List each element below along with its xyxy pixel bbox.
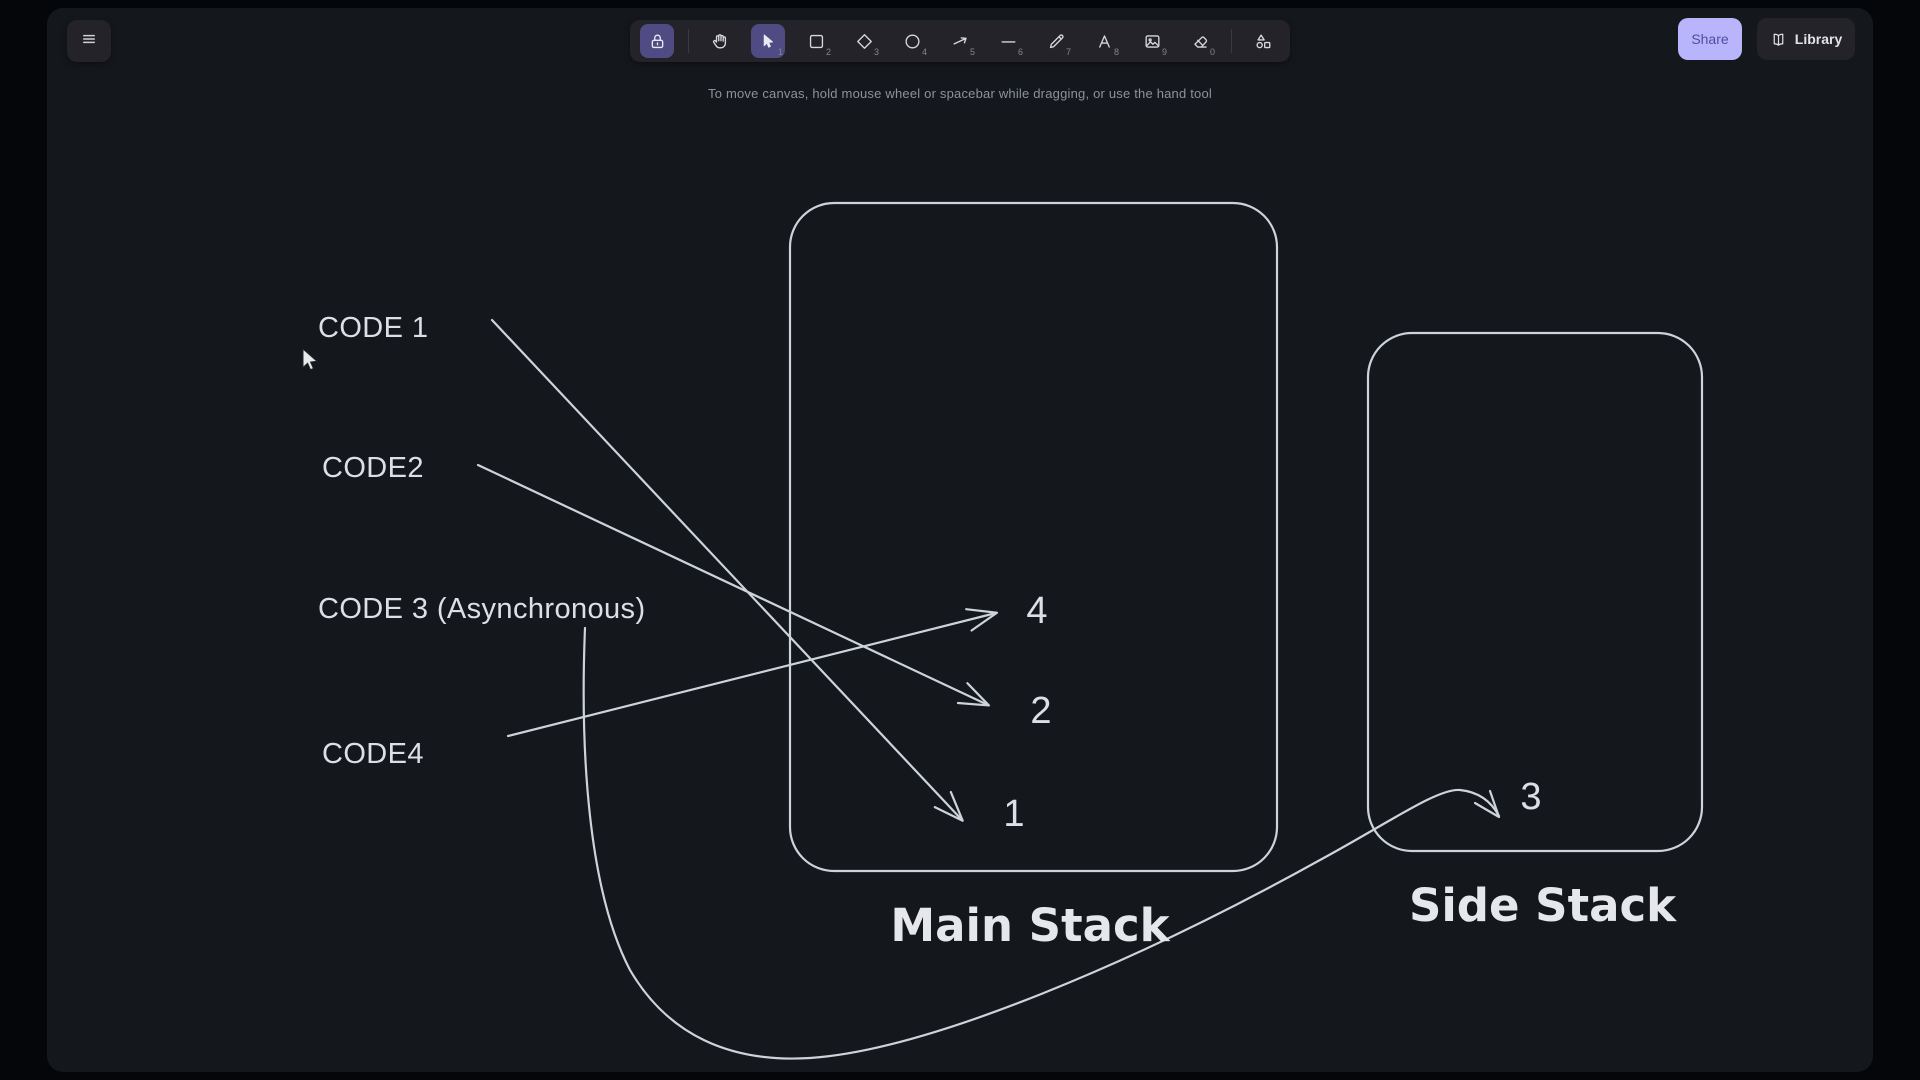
arrow-icon: [951, 32, 970, 51]
lock-icon: [648, 32, 667, 51]
arrow-code4-to-4[interactable]: [506, 608, 999, 738]
image-icon: [1143, 32, 1162, 51]
main-stack-number-1[interactable]: 1: [1003, 793, 1025, 835]
arrow-code3-arrowhead: [1473, 789, 1501, 819]
book-icon: [1770, 31, 1787, 48]
tool-shortcut-number: 3: [873, 47, 879, 57]
pencil-icon: [1047, 32, 1066, 51]
hamburger-menu-icon: [80, 30, 98, 53]
main-stack-container[interactable]: [788, 201, 1279, 873]
tool-lock-button[interactable]: [640, 24, 674, 58]
tool-shortcut-number: 8: [1113, 47, 1119, 57]
side-stack-title[interactable]: Side Stack: [1408, 879, 1677, 932]
tool-arrow-button[interactable]: 5: [943, 24, 977, 58]
main-stack-number-4[interactable]: 4: [1026, 590, 1048, 632]
tool-eraser-button[interactable]: 0: [1183, 24, 1217, 58]
ellipse-icon: [903, 32, 922, 51]
shapes-icon: [1254, 32, 1273, 51]
toolbar-divider: [688, 29, 689, 53]
tool-shortcut-number: 6: [1017, 47, 1023, 57]
library-button-label: Library: [1794, 31, 1843, 47]
toolbar-divider: [1231, 29, 1232, 53]
tool-diamond-button[interactable]: 3: [847, 24, 881, 58]
tool-shortcut-number: 5: [969, 47, 975, 57]
canvas-hint-text: To move canvas, hold mouse wheel or spac…: [708, 86, 1212, 101]
tool-shortcut-number: 1: [777, 47, 783, 57]
main-stack-title[interactable]: Main Stack: [890, 899, 1170, 952]
main-menu-button[interactable]: [67, 20, 111, 62]
code4-label[interactable]: CODE4: [322, 738, 424, 770]
excalidraw-canvas[interactable]: [47, 8, 1873, 1072]
library-button[interactable]: Library: [1757, 18, 1855, 60]
tool-shortcut-number: 0: [1209, 47, 1215, 57]
share-button[interactable]: Share: [1678, 18, 1742, 60]
side-stack-container[interactable]: [1366, 331, 1704, 853]
tool-shortcut-number: 4: [921, 47, 927, 57]
tool-text-button[interactable]: 8: [1087, 24, 1121, 58]
eraser-icon: [1191, 32, 1210, 51]
tool-line-button[interactable]: 6: [991, 24, 1025, 58]
tool-hand-button[interactable]: [703, 24, 737, 58]
tool-ellipse-button[interactable]: 4: [895, 24, 929, 58]
main-stack-number-2[interactable]: 2: [1030, 690, 1052, 732]
tool-selection-button[interactable]: 1: [751, 24, 785, 58]
share-button-label: Share: [1691, 31, 1729, 47]
code2-label[interactable]: CODE2: [322, 452, 424, 484]
text-icon: [1095, 32, 1114, 51]
rectangle-icon: [807, 32, 826, 51]
code1-label[interactable]: CODE 1: [318, 312, 429, 344]
tool-shapes-button[interactable]: [1246, 24, 1280, 58]
tool-shortcut-number: 2: [825, 47, 831, 57]
side-stack-number-3[interactable]: 3: [1520, 776, 1542, 818]
code3-label[interactable]: CODE 3 (Asynchronous): [318, 593, 646, 625]
tool-image-button[interactable]: 9: [1135, 24, 1169, 58]
hand-icon: [711, 32, 730, 51]
diamond-icon: [855, 32, 874, 51]
arrow-code3-to-side-stack[interactable]: [582, 626, 1501, 1060]
tool-draw-button[interactable]: 7: [1039, 24, 1073, 58]
tool-shortcut-number: 7: [1065, 47, 1071, 57]
toolbar-tools: 1 2 3 4 5 6 7 8 9 0: [630, 20, 1290, 62]
line-icon: [999, 32, 1018, 51]
cursor-icon: [759, 32, 778, 51]
tool-shortcut-number: 9: [1161, 47, 1167, 57]
tool-rectangle-button[interactable]: 2: [799, 24, 833, 58]
arrow-code1-to-1[interactable]: [490, 318, 964, 822]
arrow-code2-to-2[interactable]: [476, 463, 991, 707]
